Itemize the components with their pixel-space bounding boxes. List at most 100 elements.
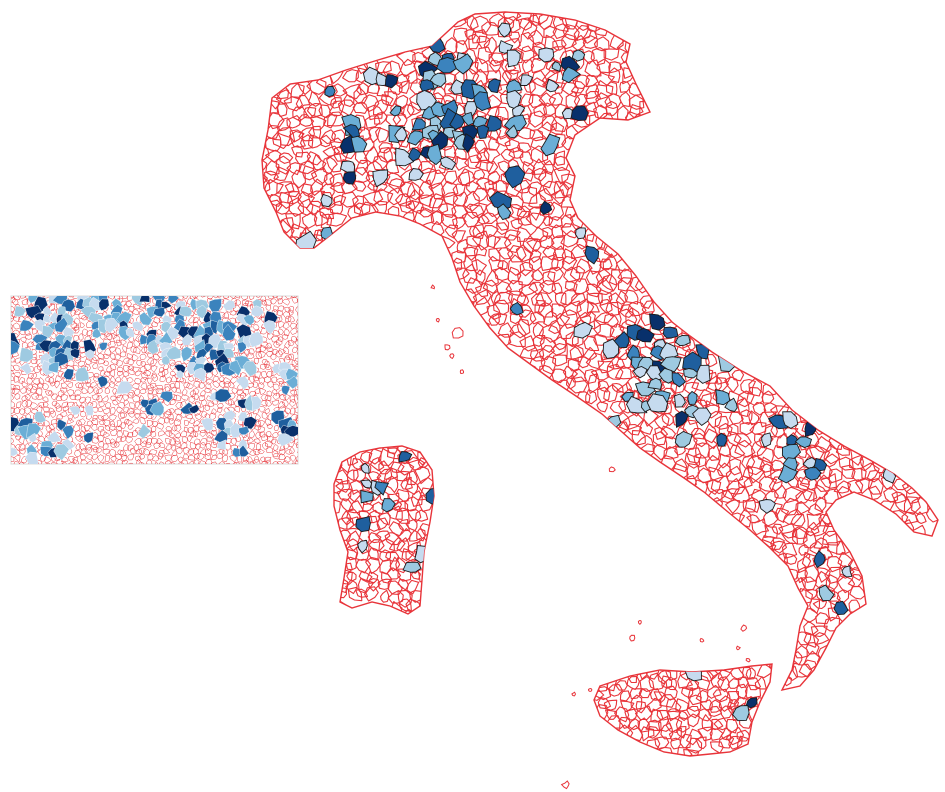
municipality-boundary	[595, 268, 611, 285]
highlighted-municipality	[662, 326, 679, 339]
inset-municipality-boundary	[11, 356, 16, 363]
inset-municipality-boundary	[245, 300, 253, 307]
municipality-boundary	[802, 488, 818, 502]
inset-highlighted-municipality	[83, 431, 94, 444]
municipality-boundary	[332, 233, 349, 251]
inset-municipality-boundary	[296, 383, 298, 388]
inset-municipality-boundary	[21, 467, 26, 473]
highlighted-municipality	[674, 393, 686, 408]
municipality-boundary	[452, 591, 468, 605]
municipality-boundary	[761, 535, 775, 548]
municipality-boundary	[553, 245, 567, 262]
inset-municipality-boundary	[109, 448, 116, 458]
municipality-boundary	[445, 378, 460, 396]
municipality-boundary	[530, 145, 549, 164]
inset-municipality-boundary	[292, 466, 298, 472]
municipality-boundary	[475, 159, 494, 173]
municipality-boundary	[726, 430, 742, 447]
municipality-boundary	[609, 400, 627, 414]
inset-municipality-boundary	[79, 352, 87, 358]
inset-municipality-boundary	[230, 438, 237, 446]
inset-municipality-boundary	[283, 394, 291, 401]
municipality-boundary	[317, 567, 333, 581]
inset-municipality-boundary	[19, 408, 26, 415]
municipality-boundary	[488, 52, 505, 67]
municipality-boundary	[711, 139, 731, 155]
inset-municipality-boundary	[80, 459, 88, 464]
municipality-boundary	[527, 420, 542, 436]
municipality-boundary	[400, 104, 415, 120]
inset-municipality-boundary	[231, 387, 239, 394]
inset-municipality-boundary	[183, 419, 189, 426]
municipality-boundary	[782, 486, 804, 504]
municipality-boundary	[541, 115, 558, 132]
municipality-boundary	[759, 456, 774, 473]
municipality-boundary	[585, 352, 605, 370]
inset-municipality-boundary	[192, 387, 200, 395]
inset-municipality-boundary	[265, 459, 272, 464]
inset-municipality-boundary	[100, 414, 110, 420]
municipality-boundary	[463, 401, 477, 415]
highlighted-municipality	[635, 327, 655, 343]
inset-municipality-boundary	[193, 317, 199, 324]
municipality-boundary	[542, 270, 556, 286]
municipality-boundary	[397, 461, 415, 476]
municipality-boundary	[407, 200, 424, 215]
municipality-boundary	[892, 181, 908, 198]
municipality-boundary	[813, 632, 830, 646]
inset-municipality-boundary	[291, 296, 298, 299]
municipality-boundary	[387, 590, 404, 604]
municipality-boundary	[696, 181, 712, 197]
inset-municipality-boundary	[290, 322, 297, 330]
municipality-boundary	[615, 365, 632, 380]
municipality-boundary	[652, 431, 667, 446]
inset-municipality-boundary	[126, 377, 134, 383]
inset-municipality-boundary	[204, 387, 211, 393]
inset-highlighted-municipality	[70, 348, 80, 359]
municipality-boundary	[575, 568, 590, 584]
municipality-boundary	[310, 166, 328, 186]
municipality-boundary	[516, 292, 530, 307]
inset-municipality-boundary	[97, 434, 104, 442]
inset-municipality-boundary	[183, 453, 190, 460]
municipality-boundary	[849, 225, 864, 239]
municipality-boundary	[386, 172, 404, 188]
municipality-boundary	[860, 557, 876, 569]
municipality-boundary	[563, 300, 582, 316]
municipality-boundary	[650, 270, 669, 290]
municipality-boundary	[395, 557, 409, 574]
municipality-boundary	[849, 69, 864, 85]
inset-municipality-boundary	[123, 430, 130, 437]
inset-municipality-boundary	[163, 447, 171, 454]
municipality-boundary	[816, 299, 832, 321]
inset-municipality-boundary	[67, 382, 73, 388]
highlighted-municipality	[520, 74, 534, 86]
municipality-boundary	[360, 94, 380, 113]
inset-municipality-boundary	[87, 386, 94, 395]
inset-municipality-boundary	[272, 452, 281, 460]
municipality-boundary	[939, 150, 945, 168]
municipality-boundary	[515, 244, 534, 263]
municipality-boundary	[529, 129, 544, 142]
municipality-boundary	[358, 570, 373, 583]
municipality-boundary	[376, 468, 393, 485]
inset-municipality-boundary	[174, 440, 181, 448]
inset-municipality-boundary	[84, 425, 92, 433]
municipality-boundary	[653, 413, 670, 431]
municipality-boundary	[562, 255, 578, 272]
inset-municipality-boundary	[129, 402, 136, 409]
inset-municipality-boundary	[296, 335, 298, 342]
municipality-boundary	[529, 311, 546, 325]
municipality-boundary	[929, 236, 938, 252]
inset-municipality-boundary	[127, 365, 134, 371]
inset-municipality-boundary	[66, 389, 74, 397]
inset-municipality-boundary	[139, 304, 146, 310]
inset-municipality-boundary	[222, 454, 229, 462]
municipality-boundary	[675, 725, 687, 739]
municipality-boundary	[551, 235, 566, 250]
inset-municipality-boundary	[279, 444, 286, 452]
municipality-boundary	[838, 45, 856, 62]
municipality-boundary	[465, 277, 484, 294]
inset-municipality-boundary	[80, 453, 86, 461]
municipality-boundary	[445, 12, 460, 21]
